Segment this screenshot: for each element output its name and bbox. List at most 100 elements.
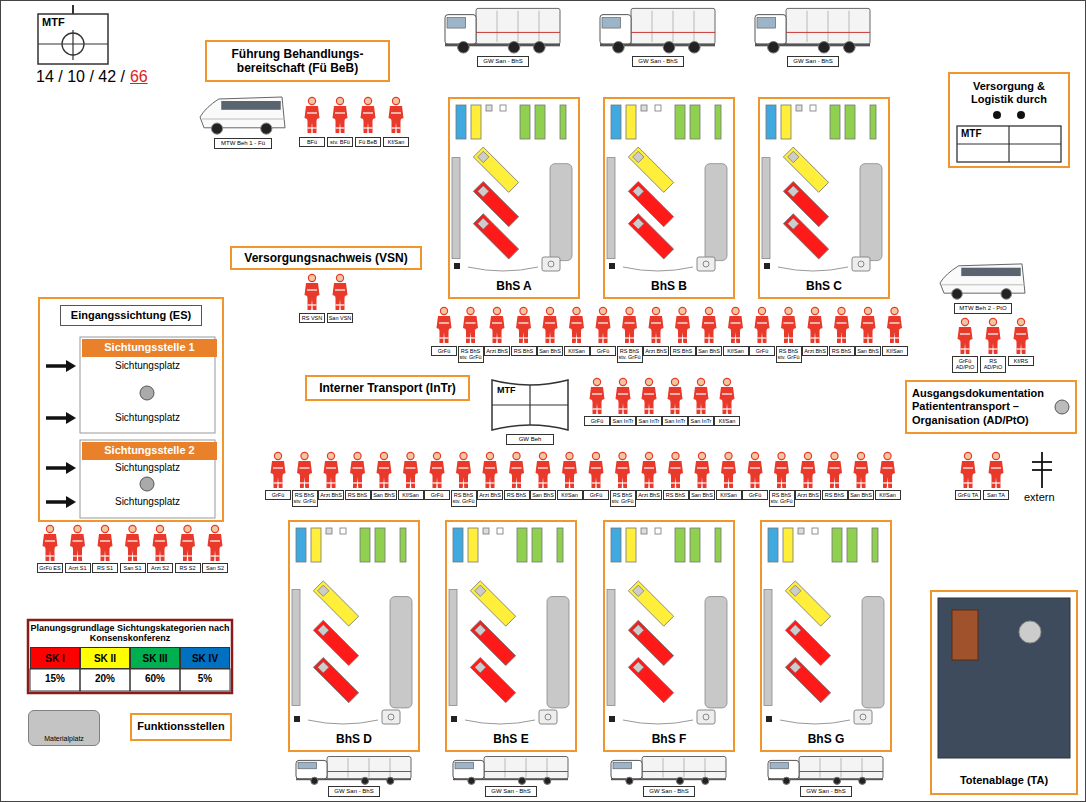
illustration-part bbox=[671, 378, 678, 385]
illustration-part bbox=[572, 322, 582, 323]
illustration-part bbox=[453, 760, 484, 779]
illustration-part bbox=[644, 393, 654, 394]
illustration-part bbox=[66, 496, 76, 508]
illustration-part bbox=[473, 214, 518, 259]
node-title: Funktionsstellen bbox=[137, 720, 224, 733]
illustration-part bbox=[833, 777, 840, 784]
role-label: Arzt BhS bbox=[795, 490, 821, 500]
band-title: Sichtungsstelle 2 bbox=[104, 444, 194, 457]
illustration-part bbox=[696, 393, 706, 394]
vehicle-label: GW San - BhS bbox=[787, 56, 839, 67]
note-label: Sichtungsplatz bbox=[85, 462, 210, 474]
illustration-part bbox=[808, 316, 823, 343]
illustration-part bbox=[645, 452, 652, 459]
role-label: San InTr bbox=[636, 416, 662, 426]
illustration-part bbox=[671, 408, 680, 409]
illustration-part bbox=[387, 777, 394, 784]
illustration-part bbox=[140, 386, 154, 400]
treatment-area: BhS C bbox=[758, 97, 890, 299]
illustration-part bbox=[689, 42, 701, 54]
legend-swatch: SK II bbox=[80, 647, 130, 669]
note-label: Sichtungsplatz bbox=[85, 360, 210, 372]
role-label: San S1 bbox=[120, 563, 146, 573]
role-label: Arzt BhS bbox=[484, 346, 510, 356]
illustration-part bbox=[128, 540, 138, 541]
note-label: Planungsgrundlage Sichtungskategorien na… bbox=[30, 623, 230, 644]
vehicle-label: GW San - BhS bbox=[328, 786, 380, 797]
illustration-part bbox=[439, 322, 449, 323]
illustration-part bbox=[271, 461, 286, 488]
illustration-part bbox=[392, 97, 399, 104]
illustration-part bbox=[478, 218, 489, 229]
illustration-part bbox=[989, 318, 996, 325]
illustration-part bbox=[862, 758, 863, 778]
illustration-part bbox=[812, 528, 818, 534]
node-title: Versorgungsnachweis (VSN) bbox=[244, 251, 407, 265]
illustration-part bbox=[633, 662, 644, 673]
note-label: extern bbox=[1024, 491, 1055, 504]
illustration-part bbox=[476, 32, 560, 33]
illustration-part bbox=[768, 42, 780, 54]
illustration-part bbox=[307, 289, 317, 290]
node-title: Führung Behandlungs- bereitschaft (Fü Be… bbox=[211, 47, 384, 76]
illustration-part bbox=[311, 528, 321, 562]
illustration-part bbox=[642, 771, 726, 772]
illustration-part bbox=[633, 151, 644, 162]
illustration-part bbox=[703, 261, 709, 267]
illustration-part bbox=[484, 757, 568, 780]
role-label: Arzt BhS bbox=[636, 490, 662, 500]
illustration-part bbox=[757, 322, 767, 323]
illustration-part bbox=[804, 452, 811, 459]
illustration-part bbox=[475, 625, 486, 636]
illustration-part bbox=[724, 482, 733, 483]
illustration-part bbox=[520, 307, 527, 314]
illustration-part bbox=[616, 387, 631, 414]
illustration-part bbox=[380, 452, 387, 459]
illustration-part bbox=[697, 378, 704, 385]
role-label: Kf/RS bbox=[1008, 356, 1034, 366]
illustration-part bbox=[433, 482, 442, 483]
illustration-part bbox=[536, 461, 551, 488]
illustration-part bbox=[1017, 348, 1026, 349]
illustration-part bbox=[565, 482, 574, 483]
role-label: San S2 bbox=[202, 563, 228, 573]
illustration-part bbox=[988, 333, 998, 334]
illustration-part bbox=[788, 151, 799, 162]
illustration-part bbox=[642, 387, 657, 414]
illustration-part bbox=[308, 127, 317, 128]
illustration-part bbox=[456, 461, 471, 488]
role-label: RS BhS stv. GrFü bbox=[610, 490, 636, 507]
role-label: San BhS bbox=[537, 346, 563, 356]
illustration-part bbox=[784, 337, 793, 338]
illustration-part bbox=[509, 461, 524, 488]
illustration-part bbox=[611, 760, 642, 779]
illustration-part bbox=[628, 581, 673, 626]
illustration-part bbox=[723, 408, 732, 409]
illustration-part bbox=[183, 540, 193, 541]
illustration-part bbox=[156, 525, 163, 532]
illustration-part bbox=[697, 467, 707, 468]
illustration-part bbox=[392, 127, 401, 128]
illustration-part bbox=[859, 777, 866, 784]
illustration-part bbox=[311, 777, 318, 784]
illustration-part bbox=[777, 482, 786, 483]
illustration-part bbox=[858, 261, 864, 267]
illustration-part bbox=[675, 528, 685, 562]
illustration-part bbox=[785, 620, 830, 665]
illustration-part bbox=[129, 525, 136, 532]
illustration-part bbox=[811, 337, 820, 338]
illustration-part bbox=[313, 581, 358, 626]
illustration-part bbox=[1017, 111, 1025, 119]
illustration-part bbox=[327, 452, 334, 459]
illustration-part bbox=[221, 101, 281, 110]
illustration-part bbox=[957, 143, 1061, 144]
illustration-part bbox=[748, 461, 763, 488]
illustration-part bbox=[313, 620, 358, 665]
illustration-part bbox=[497, 528, 503, 534]
illustration-part bbox=[783, 777, 790, 784]
illustration-part bbox=[952, 289, 963, 300]
illustration-part bbox=[862, 597, 884, 708]
role-label: Arzt BhS bbox=[477, 490, 503, 500]
illustration-part bbox=[837, 337, 846, 338]
illustration-part bbox=[887, 316, 902, 343]
